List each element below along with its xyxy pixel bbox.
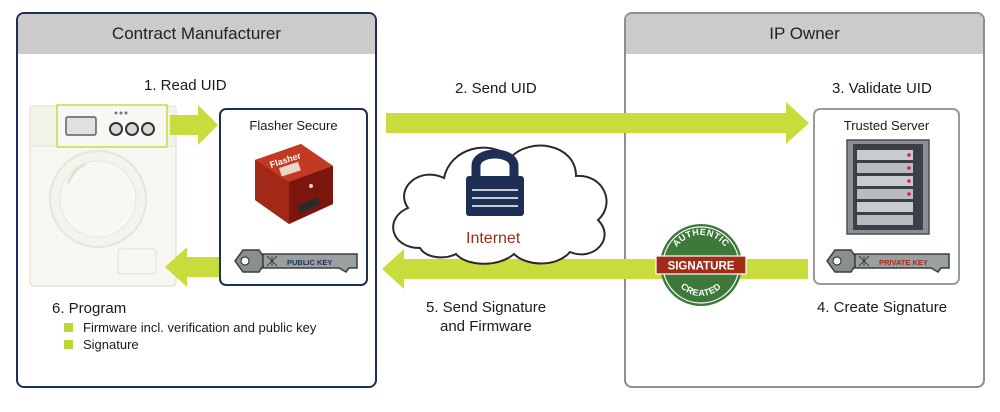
server-rack-icon <box>846 139 930 235</box>
bullet-square-icon <box>64 340 73 349</box>
step-6-label: 6. Program <box>52 300 127 317</box>
internet-label: Internet <box>466 230 521 247</box>
trusted-server-box: Trusted Server PRIVATE KEY <box>813 108 960 285</box>
program-item-signature: Signature <box>64 337 139 352</box>
public-key-label: PUBLIC KEY <box>287 258 332 267</box>
bullet-square-icon <box>64 323 73 332</box>
arrow-send-uid <box>386 102 809 144</box>
ip-owner-panel: IP Owner <box>624 12 985 388</box>
step-3-label: 3. Validate UID <box>832 80 932 97</box>
arrow-read-uid <box>170 105 218 145</box>
ip-owner-header: IP Owner <box>626 14 983 54</box>
control-panel-icon <box>56 104 168 148</box>
flasher-device-icon: Flasher <box>255 144 333 224</box>
trusted-server-title: Trusted Server <box>843 118 930 133</box>
authentic-signature-seal-icon: AUTHENTIC CREATED SIGNATURE <box>655 224 747 306</box>
step-1-label: 1. Read UID <box>144 77 227 94</box>
private-key-label: PRIVATE KEY <box>879 258 928 267</box>
flasher-secure-title: Flasher Secure <box>249 118 338 133</box>
public-key-icon: PUBLIC KEY <box>234 249 358 273</box>
flasher-secure-box: Flasher Secure Flasher PUBLIC KEY <box>219 108 368 286</box>
step-2-label: 2. Send UID <box>455 80 537 97</box>
private-key-icon: PRIVATE KEY <box>826 249 950 273</box>
seal-bottom-text: CREATED <box>679 281 723 298</box>
program-item-firmware: Firmware incl. verification and public k… <box>64 320 316 335</box>
contract-manufacturer-header: Contract Manufacturer <box>18 14 375 54</box>
program-item-label: Signature <box>83 337 139 352</box>
step-5-label-line2: and Firmware <box>440 318 532 335</box>
lock-icon <box>466 149 524 216</box>
svg-text:CREATED: CREATED <box>679 281 723 298</box>
arrow-program <box>165 247 219 287</box>
step-5-label-line1: 5. Send Signature <box>426 299 547 316</box>
seal-center-text: SIGNATURE <box>668 261 735 273</box>
contract-manufacturer-panel: Contract Manufacturer <box>16 12 377 388</box>
program-item-label: Firmware incl. verification and public k… <box>83 320 317 335</box>
step-4-label: 4. Create Signature <box>817 299 948 316</box>
